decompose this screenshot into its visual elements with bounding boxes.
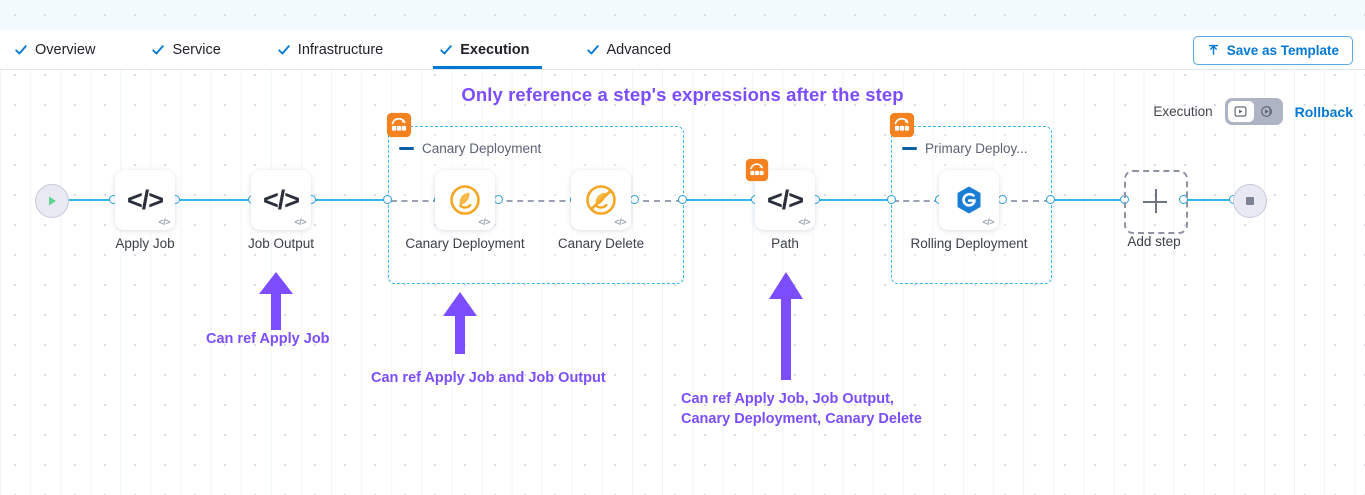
tab-label: Overview bbox=[35, 41, 96, 58]
deployment-group-icon bbox=[889, 112, 915, 138]
node-canary-deployment-label: Canary Deployment bbox=[405, 236, 525, 251]
node-apply-job-box[interactable]: </> </> bbox=[115, 170, 175, 230]
save-as-template-button[interactable]: Save as Template bbox=[1192, 36, 1353, 65]
connector-dot[interactable] bbox=[887, 195, 896, 204]
node-canary-deployment-box[interactable]: </> bbox=[435, 170, 495, 230]
code-corner-icon: </> bbox=[478, 217, 490, 227]
group-label: Canary Deployment bbox=[422, 141, 542, 156]
tab-label: Infrastructure bbox=[297, 41, 384, 58]
deployment-group-icon bbox=[386, 112, 412, 138]
execution-label: Execution bbox=[1153, 104, 1213, 119]
node-rolling-deployment-label: Rolling Deployment bbox=[910, 236, 1028, 251]
execution-rollback-toggle[interactable] bbox=[1224, 98, 1283, 125]
annotation-arrow-path bbox=[769, 272, 803, 380]
node-canary-delete-label: Canary Delete bbox=[557, 236, 645, 251]
canary-bird-icon bbox=[450, 185, 480, 215]
tab-advanced[interactable]: Advanced bbox=[586, 30, 692, 69]
toggle-rollback-button[interactable] bbox=[1254, 101, 1280, 122]
pipeline-end-node[interactable] bbox=[1233, 184, 1267, 218]
link-rolling-groupend bbox=[1000, 200, 1050, 202]
connector-dot[interactable] bbox=[678, 195, 687, 204]
connector-dot[interactable] bbox=[630, 195, 639, 204]
check-icon bbox=[440, 44, 452, 54]
code-icon: </> bbox=[766, 184, 804, 215]
tab-execution[interactable]: Execution bbox=[433, 30, 549, 69]
stop-icon bbox=[1246, 197, 1254, 205]
link-primarygroup-addstep bbox=[1050, 199, 1125, 201]
tab-list: Overview Service Infrastructure Executio… bbox=[14, 30, 691, 69]
save-as-template-label: Save as Template bbox=[1226, 43, 1339, 58]
tab-infrastructure[interactable]: Infrastructure bbox=[277, 30, 403, 69]
check-icon bbox=[15, 44, 27, 54]
link-canarydeploy-canarydelete bbox=[496, 200, 576, 202]
link-path-primarygroup bbox=[815, 199, 893, 201]
check-icon bbox=[586, 44, 599, 54]
link-start-applyjob bbox=[62, 199, 116, 201]
code-icon: </> bbox=[126, 184, 164, 215]
add-step-button[interactable] bbox=[1124, 170, 1188, 234]
deployment-group-icon bbox=[745, 158, 769, 182]
tab-overview[interactable]: Overview bbox=[14, 30, 115, 69]
code-corner-icon: </> bbox=[294, 217, 306, 227]
page-headline: Only reference a step's expressions afte… bbox=[461, 84, 904, 105]
code-corner-icon: </> bbox=[158, 217, 170, 227]
upload-icon bbox=[1208, 44, 1218, 55]
node-job-output-label: Job Output bbox=[247, 236, 315, 251]
code-corner-icon: </> bbox=[614, 217, 626, 227]
link-applyjob-joboutput bbox=[175, 199, 253, 201]
link-primarygroup-rolling bbox=[893, 200, 940, 202]
rolling-deploy-icon bbox=[957, 186, 981, 214]
group-canary-label-row: Canary Deployment bbox=[399, 141, 541, 156]
code-icon: </> bbox=[262, 184, 300, 215]
annotation-apply-job: Can ref Apply Job bbox=[206, 331, 330, 347]
pipeline-start-node[interactable] bbox=[35, 184, 69, 218]
code-corner-icon: </> bbox=[982, 217, 994, 227]
annotation-path: Can ref Apply Job, Job Output, Canary De… bbox=[681, 391, 922, 427]
collapse-dash-icon[interactable] bbox=[902, 147, 917, 150]
link-canarygroup-canarydeploy bbox=[391, 200, 439, 202]
link-joboutput-canarygroup bbox=[311, 199, 391, 201]
annotation-arrow-apply-job bbox=[259, 272, 293, 330]
annotation-canary: Can ref Apply Job and Job Output bbox=[371, 370, 606, 386]
node-canary-delete-box[interactable]: </> bbox=[571, 170, 631, 230]
play-box-icon bbox=[1234, 106, 1247, 117]
add-step-label: Add step bbox=[1127, 234, 1181, 249]
link-addstep-end bbox=[1183, 199, 1233, 201]
group-primary-label-row: Primary Deploy... bbox=[902, 141, 1028, 156]
execution-mode-bar: Execution Rollback bbox=[1153, 98, 1353, 125]
rollback-link[interactable]: Rollback bbox=[1294, 103, 1353, 120]
tab-label: Advanced bbox=[606, 41, 672, 58]
tab-header: Overview Service Infrastructure Executio… bbox=[0, 30, 1365, 70]
tab-service[interactable]: Service bbox=[151, 30, 240, 69]
connector-dot[interactable] bbox=[494, 195, 503, 204]
connector-dot[interactable] bbox=[1046, 195, 1055, 204]
canary-delete-icon bbox=[586, 185, 616, 215]
play-icon bbox=[49, 196, 56, 206]
group-canary-deployment[interactable]: Canary Deployment bbox=[386, 112, 684, 284]
toggle-execution-button[interactable] bbox=[1227, 101, 1254, 122]
group-label: Primary Deploy... bbox=[925, 141, 1028, 156]
check-icon bbox=[152, 44, 165, 54]
link-canarygroup-path bbox=[682, 199, 755, 201]
annotation-arrow-canary bbox=[443, 292, 477, 354]
node-job-output-box[interactable]: </> </> bbox=[251, 170, 311, 230]
node-apply-job-label: Apply Job bbox=[115, 236, 175, 251]
tab-label: Execution bbox=[460, 41, 530, 58]
node-rolling-deployment-box[interactable]: </> bbox=[939, 170, 999, 230]
connector-dot[interactable] bbox=[383, 195, 392, 204]
collapse-dash-icon[interactable] bbox=[399, 147, 414, 150]
check-icon bbox=[278, 44, 290, 54]
rollback-circle-icon bbox=[1261, 106, 1273, 117]
code-corner-icon: </> bbox=[798, 217, 810, 227]
connector-dot[interactable] bbox=[998, 195, 1007, 204]
link-canarydelete-groupend bbox=[632, 200, 682, 202]
tab-label: Service bbox=[172, 41, 221, 58]
node-path-label: Path bbox=[771, 236, 799, 251]
